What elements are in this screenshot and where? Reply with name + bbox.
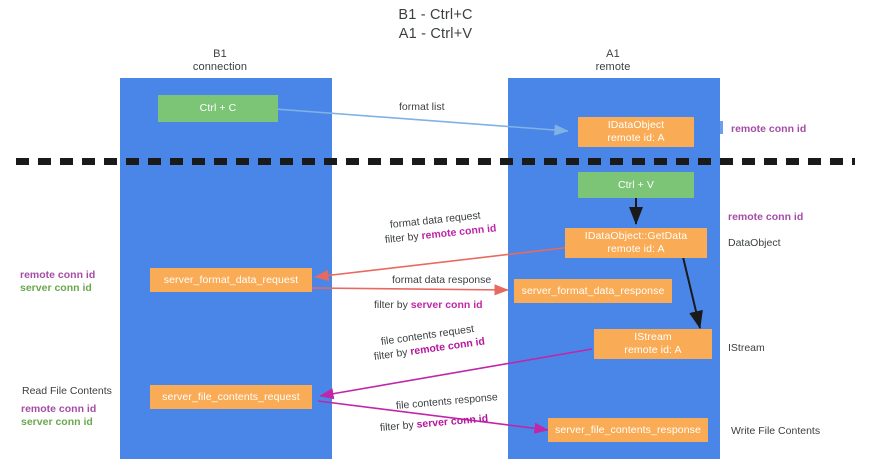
arrow-format-data-response	[311, 284, 509, 296]
side-label-left-server-conn-id-2: server conn id	[21, 416, 93, 428]
node-idataobject-label: IDataObject	[607, 119, 665, 131]
side-label-dataobject: DataObject	[728, 237, 781, 249]
edge-label-format-data-response-filter-key: server conn id	[410, 299, 483, 311]
lane-header-a1: A1 remote	[548, 48, 678, 74]
lane-header-b1-name: B1	[213, 48, 227, 60]
edge-label-format-data-request-filter-prefix: filter by	[384, 230, 423, 246]
edge-label-file-contents-response-filter-prefix: filter by	[379, 418, 418, 434]
edge-label-format-data-response-text: format data response	[392, 274, 492, 286]
phase-divider	[16, 158, 855, 165]
lane-header-b1: B1 connection	[155, 48, 285, 74]
node-server-file-contents-response-label: server_file_contents_response	[555, 423, 701, 436]
node-server-format-data-response-label: server_format_data_response	[521, 284, 665, 297]
edge-label-format-data-response-filter-prefix: filter by	[374, 299, 411, 311]
page-title-line1: B1 - Ctrl+C	[398, 7, 473, 23]
node-istream-label: IStream	[634, 331, 672, 343]
node-istream[interactable]: IStream remote id: A	[594, 329, 712, 359]
lane-header-b1-sub: connection	[192, 61, 248, 73]
edge-label-file-contents-response-filter-key: server conn id	[416, 412, 489, 431]
node-server-file-contents-request-label: server_file_contents_request	[162, 390, 300, 403]
node-server-file-contents-request[interactable]: server_file_contents_request	[150, 385, 312, 409]
node-ctrl-v-label: Ctrl + V	[617, 178, 655, 191]
node-server-format-data-response[interactable]: server_format_data_response	[514, 279, 672, 303]
lane-header-a1-sub: remote	[595, 61, 631, 73]
edge-label-file-contents-response-text: file contents response	[395, 391, 499, 412]
edge-label-file-contents-response: file contents response	[395, 391, 498, 413]
side-label-remote-conn-id-mid: remote conn id	[728, 211, 804, 223]
page-title: B1 - Ctrl+C A1 - Ctrl+V	[0, 6, 871, 44]
node-server-format-data-request[interactable]: server_format_data_request	[150, 268, 312, 292]
node-idataobject-sublabel: remote id: A	[607, 132, 665, 144]
lane-header-a1-name: A1	[606, 48, 620, 60]
node-idataobject-getdata[interactable]: IDataObject::GetData remote id: A	[565, 228, 707, 258]
edge-label-file-contents-request-filter-prefix: filter by	[373, 345, 412, 363]
side-label-remote-conn-id-top: remote conn id	[731, 123, 807, 135]
edge-label-format-list: format list	[399, 101, 445, 114]
edge-label-format-data-response-filter: filter by server conn id	[374, 299, 483, 312]
side-label-left-remote-conn-id-2: remote conn id	[21, 403, 97, 415]
edge-label-format-data-response: format data response	[392, 274, 491, 287]
node-ctrl-c-label: Ctrl + C	[199, 102, 237, 114]
side-label-istream: IStream	[728, 342, 765, 354]
side-label-left-remote-conn-id: remote conn id	[20, 269, 96, 281]
node-server-file-contents-response[interactable]: server_file_contents_response	[548, 418, 708, 442]
edge-label-file-contents-response-filter: filter by server conn id	[379, 413, 488, 435]
side-label-read-file-contents: Read File Contents	[22, 385, 112, 397]
side-label-left-server-conn-id: server conn id	[20, 282, 92, 294]
node-idataobject[interactable]: IDataObject remote id: A	[578, 117, 694, 147]
marker-bar-remote-top	[720, 121, 723, 134]
node-ctrl-v[interactable]: Ctrl + V	[578, 172, 694, 198]
edge-label-format-list-text: format list	[399, 101, 445, 113]
node-ctrl-c[interactable]: Ctrl + C	[158, 95, 278, 122]
node-istream-sublabel: remote id: A	[624, 344, 682, 356]
page-title-line2: A1 - Ctrl+V	[398, 26, 473, 42]
node-server-format-data-request-label: server_format_data_request	[163, 273, 299, 286]
node-idataobject-getdata-label: IDataObject::GetData	[584, 230, 688, 242]
node-idataobject-getdata-sublabel: remote id: A	[607, 243, 665, 255]
side-label-write-file-contents: Write File Contents	[731, 425, 821, 437]
